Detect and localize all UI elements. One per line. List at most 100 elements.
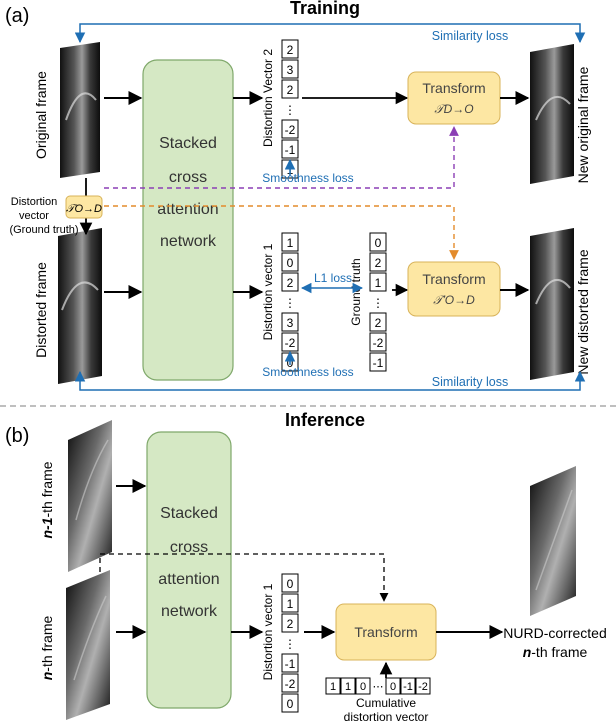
cumulative-cell bbox=[325, 677, 341, 695]
new-original-label: New original frame bbox=[575, 66, 591, 183]
panel-a-title: Training bbox=[290, 0, 360, 18]
vector-value: -1 bbox=[285, 657, 296, 671]
output-label-1: NURD-corrected bbox=[503, 625, 606, 641]
gt-vector-box bbox=[65, 195, 103, 219]
network-block-a bbox=[142, 59, 234, 381]
network-a-line-1: Stacked bbox=[159, 135, 217, 152]
output-rest: -th frame bbox=[531, 644, 587, 660]
vector-cell bbox=[281, 573, 299, 593]
dvb-vector: 012⋮-1-20 bbox=[281, 573, 299, 713]
new-original-frame-image bbox=[530, 44, 574, 184]
network-b-line-4: network bbox=[161, 603, 218, 620]
transform-top-title: Transform bbox=[422, 80, 485, 96]
vector-ellipsis: ⋮ bbox=[284, 637, 296, 651]
cumulative-ellipsis: ⋯ bbox=[373, 681, 384, 693]
frame-n1-rest: -th frame bbox=[39, 461, 55, 517]
vector-value: 3 bbox=[287, 63, 294, 77]
cumulative-label-2: distortion vector bbox=[344, 710, 429, 724]
vector-cell bbox=[281, 119, 299, 139]
vector-value: -1 bbox=[285, 143, 296, 157]
vector-value: 3 bbox=[287, 316, 294, 330]
vector-value: 0 bbox=[375, 236, 382, 250]
network-a-line-3: attention bbox=[157, 201, 218, 218]
new-distorted-frame-image bbox=[530, 228, 574, 380]
vector-cell bbox=[281, 59, 299, 79]
vector-value: 2 bbox=[287, 43, 294, 57]
similarity-loss-top-label: Similarity loss bbox=[432, 29, 508, 43]
vector-value: -2 bbox=[373, 336, 384, 350]
vector-value: 0 bbox=[287, 577, 294, 591]
original-frame-image bbox=[60, 42, 100, 178]
network-b-line-2: cross bbox=[170, 539, 208, 556]
vector-value: -1 bbox=[373, 356, 384, 370]
vector-value: 1 bbox=[375, 276, 382, 290]
gt-vector: 021⋮2-2-1 bbox=[369, 232, 387, 372]
cumulative-label-1: Cumulative bbox=[356, 696, 416, 710]
vector-cell bbox=[281, 593, 299, 613]
output-bold: n bbox=[523, 644, 532, 660]
cumulative-value: 1 bbox=[345, 681, 351, 693]
similarity-loss-bottom-arrow bbox=[74, 370, 586, 391]
vector-cell bbox=[369, 232, 387, 252]
vector-cell bbox=[369, 332, 387, 352]
output-label-2: n-th frame bbox=[523, 644, 588, 660]
transform-b-title: Transform bbox=[354, 624, 417, 640]
vector-cell bbox=[281, 39, 299, 59]
panel-a: (a) Training Similarity loss Original fr… bbox=[5, 0, 591, 391]
frame-n-bold: n bbox=[39, 672, 55, 681]
transform-bottom-title: Transform bbox=[422, 271, 485, 287]
network-b-line-1: Stacked bbox=[160, 505, 218, 522]
cumulative-value: -1 bbox=[403, 681, 413, 693]
gt-vector-symbol: 𝒯O→D bbox=[66, 203, 102, 215]
panel-a-label: (a) bbox=[5, 5, 29, 27]
transform-bottom-symbol: 𝒯'O→D bbox=[433, 293, 475, 307]
vector-cell bbox=[369, 272, 387, 292]
l1-loss-label: L1 loss bbox=[314, 271, 352, 285]
original-frame-label: Original frame bbox=[33, 71, 49, 159]
vector-value: -2 bbox=[285, 677, 296, 691]
smoothness-top-label: Smoothness loss bbox=[262, 171, 353, 185]
vector-value: 0 bbox=[287, 256, 294, 270]
vector-value: 2 bbox=[287, 276, 294, 290]
cumulative-cell bbox=[385, 677, 401, 695]
smoothness-bottom-label: Smoothness loss bbox=[262, 365, 353, 379]
new-distorted-label: New distorted frame bbox=[575, 249, 591, 374]
vector-cell bbox=[369, 252, 387, 272]
transform-top-symbol: 𝒯D→O bbox=[434, 102, 473, 116]
dv1-label: Distortion vector 1 bbox=[261, 243, 275, 340]
vector-value: 2 bbox=[287, 83, 294, 97]
frame-n-rest: -th frame bbox=[39, 615, 55, 671]
dvb-label: Distortion vector 1 bbox=[261, 583, 275, 680]
vector-cell bbox=[281, 232, 299, 252]
vector-cell bbox=[281, 79, 299, 99]
gt-vector-label-2: vector bbox=[19, 210, 49, 222]
cumulative-cell bbox=[355, 677, 371, 695]
similarity-loss-top-arrow bbox=[74, 23, 586, 44]
vector-ellipsis: ⋮ bbox=[372, 296, 384, 310]
vector-value: 1 bbox=[287, 597, 294, 611]
distorted-frame-image bbox=[58, 228, 102, 384]
vector-value: 2 bbox=[375, 316, 382, 330]
panel-b: (b) Inference n-1-th frame n-th frame St… bbox=[5, 410, 607, 724]
panel-b-label: (b) bbox=[5, 425, 29, 447]
vector-cell bbox=[281, 693, 299, 713]
cumulative-value: 1 bbox=[330, 681, 336, 693]
vector-cell bbox=[281, 673, 299, 693]
distorted-frame-label: Distorted frame bbox=[33, 262, 49, 358]
cumulative-cell bbox=[415, 677, 431, 695]
cumulative-cell bbox=[340, 677, 356, 695]
vector-cell bbox=[281, 613, 299, 633]
vector-cell bbox=[281, 139, 299, 159]
dashed-n-to-transform bbox=[99, 553, 389, 602]
frame-n-minus-1-label: n-1-th frame bbox=[39, 461, 55, 538]
cumulative-cell bbox=[400, 677, 416, 695]
vector-value: -2 bbox=[285, 123, 296, 137]
vector-cell bbox=[369, 312, 387, 332]
frame-n-minus-1-image bbox=[68, 420, 112, 572]
dashed-original-to-transform bbox=[104, 126, 459, 189]
frame-n-label: n-th frame bbox=[39, 615, 55, 680]
network-b-line-3: attention bbox=[158, 571, 219, 588]
vector-value: 1 bbox=[287, 236, 294, 250]
